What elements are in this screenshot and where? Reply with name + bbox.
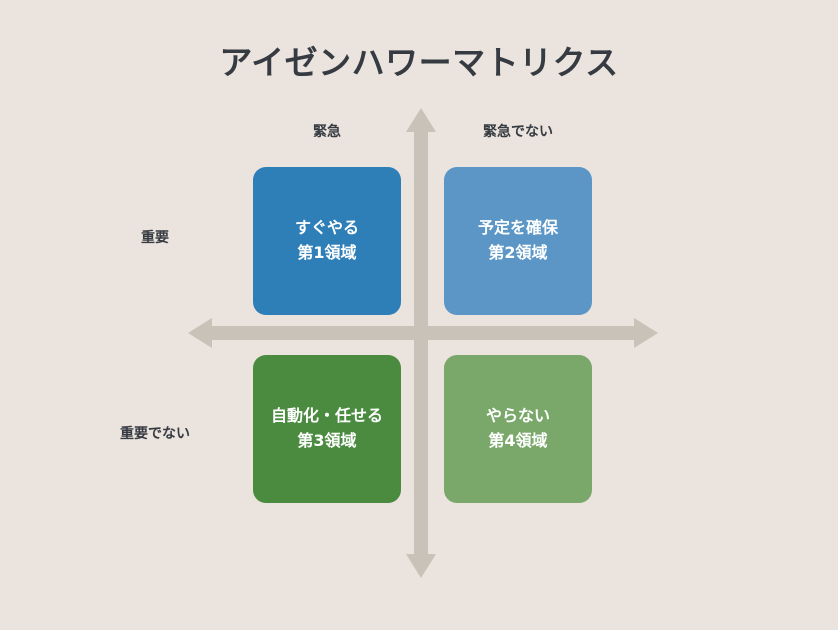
axis-label-not-important: 重要でない [120,426,190,442]
quadrant-1-name: 第1領域 [297,243,357,262]
vertical-axis-arrow-icon [406,108,436,578]
quadrant-1-box[interactable]: すぐやる 第1領域 [253,167,401,315]
axis-label-important: 重要 [141,230,169,246]
axis-label-not-urgent: 緊急でない [483,124,553,140]
quadrant-4-name: 第4領域 [488,431,548,450]
quadrant-2-box[interactable]: 予定を確保 第2領域 [444,167,592,315]
quadrant-3-name: 第3領域 [297,431,357,450]
quadrant-3-box[interactable]: 自動化・任せる 第3領域 [253,355,401,503]
quadrant-4-action: やらない [485,406,550,426]
quadrant-3-action: 自動化・任せる [270,406,383,426]
quadrant-1-action: すぐやる [294,218,359,238]
quadrant-2-name: 第2領域 [488,243,548,262]
horizontal-axis-arrow-icon [188,318,658,348]
quadrant-4-box[interactable]: やらない 第4領域 [444,355,592,503]
axis-label-urgent: 緊急 [313,124,341,140]
quadrant-2-action: 予定を確保 [477,218,558,238]
page-title: アイゼンハワーマトリクス [219,43,619,82]
